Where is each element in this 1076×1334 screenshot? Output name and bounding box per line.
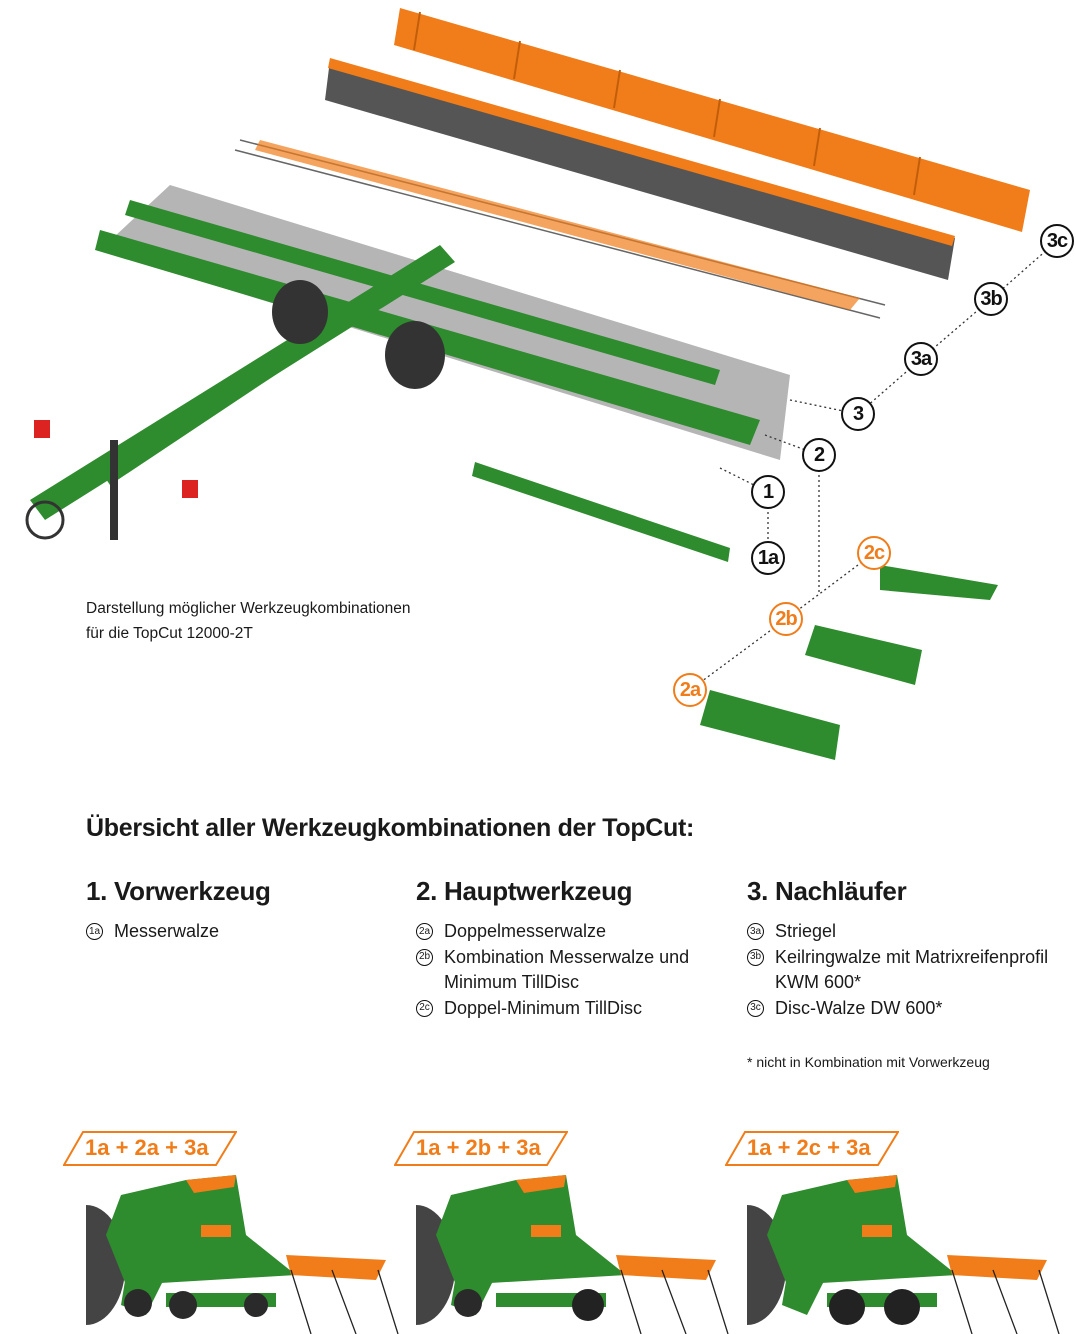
list-item: 3a Striegel [747,919,1067,945]
item-number-badge: 2c [416,999,433,1017]
topcut-main-frame-image [25,185,790,540]
item-number-badge: 1a [86,923,103,940]
harrow-3a-image [234,139,886,319]
callout-2a: 2a [673,673,707,707]
double-tilldisc-2c-image [880,565,998,600]
callout-3b: 3b [974,282,1008,316]
item-label: Kombination Messerwalze und Minimum Till… [444,946,690,993]
item-label: Keilringwalze mit Matrixreifenprofil KWM… [775,946,1049,993]
item-label: Messerwalze [114,921,220,941]
combination-label: 1a + 2b + 3a [416,1135,541,1160]
callout-3a: 3a [904,342,938,376]
combination-side-view-image [416,1175,736,1334]
column-title: 1. Vorwerkzeug [86,876,271,906]
wedge-ring-roller-3b-image [325,58,955,280]
combination-side-view-image [86,1175,406,1334]
combination-side-view-image [747,1175,1067,1334]
callout-2b: 2b [769,602,803,636]
column-main-tool: 2. Hauptwerkzeug 2a Doppelmesserwalze 2b K… [416,876,736,1021]
item-label: Striegel [775,921,837,941]
combination-badge: 1a + 2c + 3a [725,1131,899,1166]
item-number-badge: 3c [747,999,764,1017]
footnote: * nicht in Kombination mit Vorwerkzeug [747,1054,990,1070]
caption-line-1: Darstellung möglicher Werkzeugkombinatio… [86,600,411,617]
item-number-badge: 2b [416,948,433,966]
callout-1a: 1a [751,541,785,575]
callout-3c: 3c [1040,224,1074,258]
illustration-caption: Darstellung möglicher Werkzeugkombinatio… [86,596,411,646]
list-item: 3c Disc-Walze DW 600* [747,996,1067,1022]
list-item: 2a Doppelmesserwalze [416,919,736,945]
callout-3: 3 [841,397,875,431]
caption-line-2: für die TopCut 12000-2T [86,625,253,642]
item-number-badge: 2a [416,923,433,940]
item-number-badge: 3a [747,923,764,940]
item-number-badge: 3b [747,948,764,966]
knife-roller-1a-image [472,462,730,562]
knife-tilldisc-combo-2b-image [805,625,922,685]
callout-1: 1 [751,475,785,509]
column-trailing-tool: 3. Nachläufer 3a Striegel 3b Keilringwalze… [747,876,1067,1021]
double-knife-roller-2a-image [700,690,840,760]
item-label: Disc-Walze DW 600* [775,997,943,1018]
list-item: 3b Keilringwalze mit Matrixreifenprofil K… [747,945,1057,996]
column-title: 3. Nachläufer [747,876,907,906]
item-label: Doppel-Minimum TillDisc [444,997,643,1018]
item-label: Doppelmesserwalze [444,921,607,941]
disc-roller-3c-image [394,8,1030,232]
column-title: 2. Hauptwerkzeug [416,876,633,906]
combination-label: 1a + 2a + 3a [85,1135,209,1160]
callout-2c: 2c [857,536,891,570]
overview-title: Übersicht aller Werkzeugkombinationen de… [86,814,695,842]
column-pre-tool: 1. Vorwerkzeug 1a Messerwalze [86,876,406,945]
list-item: 2b Kombination Messerwalze und Minimum Ti… [416,945,706,996]
combination-badge: 1a + 2b + 3a [394,1131,568,1166]
combination-label: 1a + 2c + 3a [747,1135,871,1160]
list-item: 2c Doppel-Minimum TillDisc [416,996,736,1022]
combination-badge: 1a + 2a + 3a [63,1131,237,1166]
exploded-machine-illustration [25,8,1058,760]
callout-2: 2 [802,438,836,472]
list-item: 1a Messerwalze [86,919,406,945]
